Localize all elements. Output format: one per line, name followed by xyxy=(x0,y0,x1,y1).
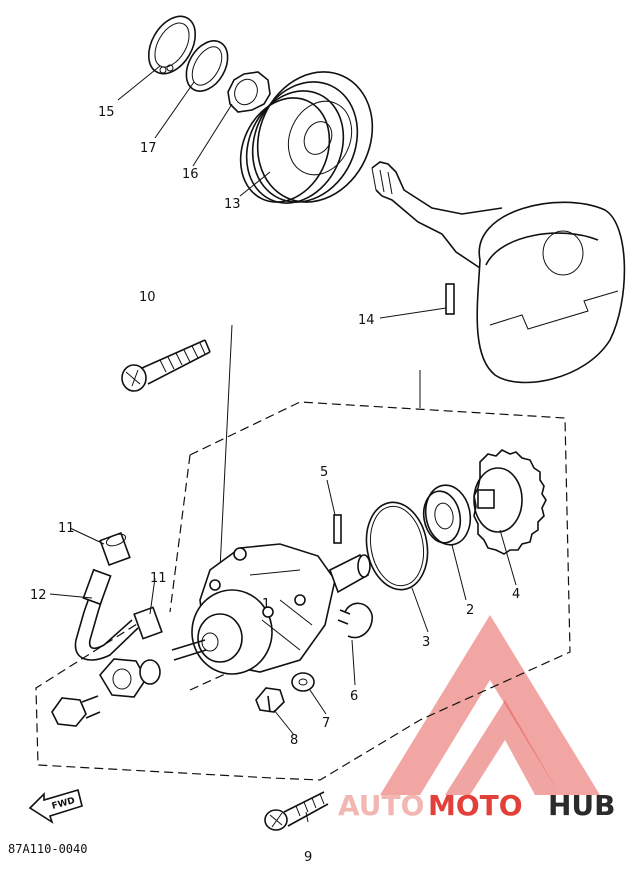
screw-9 xyxy=(264,791,329,831)
plain-washer xyxy=(139,659,161,685)
dowel-pin-5 xyxy=(333,514,342,544)
callout-labels: 15 17 16 13 14 10 1 5 11 11 12 2 3 4 6 7… xyxy=(30,105,520,865)
hose-clamp-11b xyxy=(133,606,163,640)
assembly-boundary xyxy=(35,401,571,781)
callout-4: 4 xyxy=(512,587,520,602)
o-ring-3 xyxy=(365,501,429,591)
oil-pump-body xyxy=(171,543,336,675)
callout-3: 3 xyxy=(422,635,430,650)
woodruff-key-14 xyxy=(445,283,455,315)
callout-11b: 11 xyxy=(150,571,167,586)
watermark-brand: AUTO MOTO HUB xyxy=(338,789,616,822)
callout-6: 6 xyxy=(350,689,358,704)
hose-12 xyxy=(74,568,139,661)
diagram-code: 87A110-0040 xyxy=(8,842,87,856)
bolt-10 xyxy=(121,339,211,392)
crankshaft-web xyxy=(371,161,626,384)
bearing-2 xyxy=(422,484,472,546)
callout-10: 10 xyxy=(139,290,156,305)
drive-gear-4 xyxy=(473,449,547,555)
callout-14: 14 xyxy=(358,313,375,328)
brand-auto: AUTO xyxy=(338,789,424,822)
hose-clamp-11a xyxy=(99,531,131,567)
callout-16: 16 xyxy=(182,167,199,182)
pump-shaft xyxy=(329,514,371,594)
brand-hub: HUB xyxy=(548,789,616,822)
callout-17: 17 xyxy=(140,141,157,156)
drain-bolt xyxy=(51,695,101,727)
callout-1: 1 xyxy=(262,597,270,612)
callout-2: 2 xyxy=(466,603,474,618)
fwd-arrow-icon: FWD xyxy=(28,788,83,824)
callout-12: 12 xyxy=(30,588,47,603)
watermark-logo xyxy=(380,615,600,795)
washer-17 xyxy=(185,40,229,92)
callout-5: 5 xyxy=(320,465,328,480)
circlip-15 xyxy=(147,15,197,75)
callout-8: 8 xyxy=(290,733,298,748)
callout-11a: 11 xyxy=(58,521,75,536)
hex-nut xyxy=(99,658,147,698)
lock-washer-16 xyxy=(227,71,271,113)
leader-lines xyxy=(49,65,517,823)
brand-moto: MOTO xyxy=(428,789,523,822)
washer-7 xyxy=(291,672,315,692)
callout-7: 7 xyxy=(322,716,330,731)
bolt-8 xyxy=(255,687,285,713)
callout-9: 9 xyxy=(304,850,312,865)
callout-15: 15 xyxy=(98,105,115,120)
pulley-13 xyxy=(239,71,374,204)
callout-13: 13 xyxy=(224,197,241,212)
circlip-6 xyxy=(337,602,373,639)
